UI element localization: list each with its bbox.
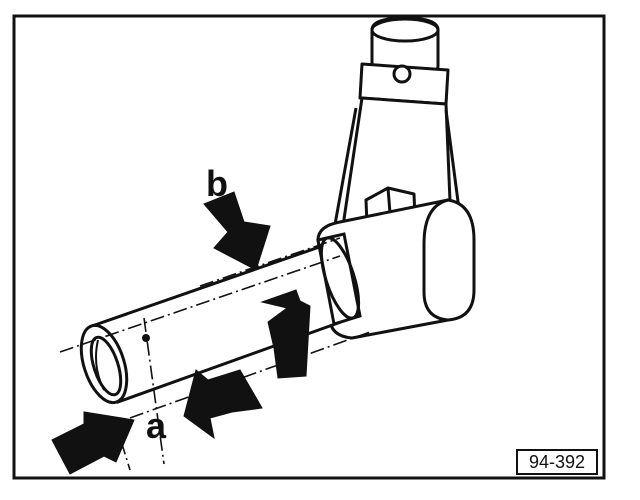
label-b: b [206,163,228,204]
figure-frame [12,14,606,480]
arrow-b-upper [203,191,271,271]
label-a: a [146,405,167,446]
figure-number: 94-392 [529,452,585,472]
figure-number-box: 94-392 [516,449,598,475]
center-lines [59,237,371,471]
arrow-a-left [51,411,135,475]
center-point [142,334,150,342]
arrow-a-right [183,369,263,440]
measurement-arrows [51,191,311,475]
tube [79,232,362,405]
